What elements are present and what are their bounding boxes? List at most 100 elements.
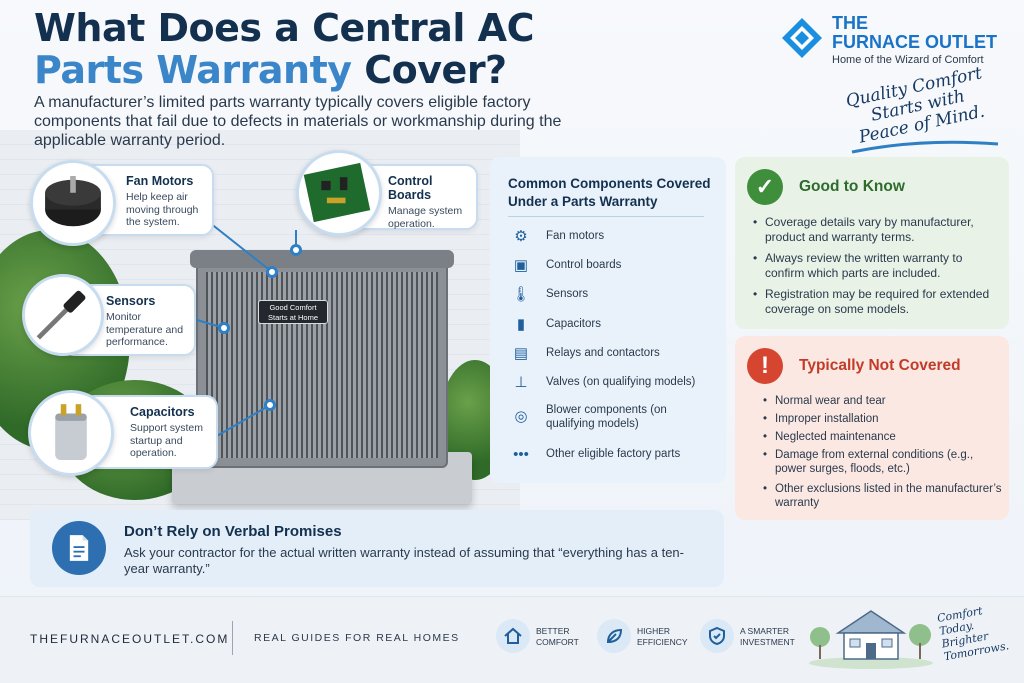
not-covered-heading: Typically Not Covered (799, 357, 961, 374)
list-item: Always review the written warranty to co… (753, 251, 1005, 281)
divider (232, 621, 233, 655)
page-title-line1: What Does a Central AC (34, 6, 534, 50)
callout-title: Fan Motors (126, 174, 194, 188)
document-icon (52, 521, 106, 575)
verbal-text: Ask your contractor for the actual writt… (124, 545, 684, 576)
chip-icon: ▣ (513, 257, 529, 274)
callout-desc: Manage system operation. (388, 205, 463, 230)
footer-tagline: REAL GUIDES FOR REAL HOMES (254, 632, 460, 644)
blower-icon: ◎ (514, 408, 528, 425)
callout-desc: Help keep air moving through the system. (126, 191, 199, 228)
callout-title: Control Boards (388, 174, 433, 202)
list-item: Improper installation (763, 412, 1003, 426)
list-item: Normal wear and tear (763, 394, 1003, 408)
list-item: ▣ Control boards (510, 254, 720, 276)
intro-text: A manufacturer’s limited parts warranty … (34, 94, 562, 149)
list-item: ◎ Blower components (on qualifying model… (510, 403, 720, 431)
component-label: Control boards (546, 259, 622, 271)
hotspot-sensor[interactable] (218, 322, 230, 334)
house-illustration (809, 610, 933, 669)
fan-motor-icon (45, 176, 101, 227)
relay-icon: ▤ (513, 345, 529, 362)
hotspot-capacitor[interactable] (264, 399, 276, 411)
badge-line1: BETTER (536, 626, 570, 636)
brand-name-line1: THE (832, 13, 868, 33)
list-item: ▮ Capacitors (510, 313, 720, 335)
page-title-line2: Parts Warranty Cover? (34, 48, 507, 92)
list-item: ▤ Relays and contactors (510, 342, 720, 364)
covered-components-panel: Common Components Covered Under a Parts … (490, 157, 726, 483)
callout-desc: Monitor temperature and performance. (106, 311, 184, 348)
ac-unit-top (190, 250, 454, 268)
footer: THEFURNACEOUTLET.COM REAL GUIDES FOR REA… (0, 596, 1024, 683)
unit-label-line1: Good Comfort (269, 303, 317, 312)
sensor-icon (36, 290, 86, 340)
title-accent: Parts Warranty (34, 48, 352, 92)
list-item: ••• Other eligible factory parts (510, 443, 720, 465)
brand-tagline: Home of the Wizard of Comfort (832, 54, 984, 66)
divider (508, 216, 704, 217)
checkmark-icon: ✓ (747, 169, 783, 205)
sensor-image (22, 274, 104, 356)
good-to-know-heading: Good to Know (799, 178, 905, 195)
good-to-know-panel: ✓ Good to Know Coverage details vary by … (735, 157, 1009, 329)
list-item: 🌡 Sensors (510, 283, 720, 305)
site-link[interactable]: THEFURNACEOUTLET.COM (30, 632, 230, 646)
callout-desc: Support system startup and operation. (130, 422, 203, 459)
verbal-heading: Don’t Rely on Verbal Promises (124, 523, 342, 540)
badge-line1: HIGHER (637, 626, 671, 636)
component-label: Other eligible factory parts (546, 448, 681, 460)
badge-line1: A SMARTER (740, 626, 789, 636)
hotspot-control-board[interactable] (290, 244, 302, 256)
callout-title: Capacitors (130, 405, 195, 419)
ellipsis-icon: ••• (513, 445, 529, 463)
diamond-logo-icon (782, 18, 822, 58)
list-item: Coverage details vary by manufacturer, p… (753, 215, 1005, 245)
house-icon (496, 619, 530, 653)
list-item: ⚙ Fan motors (510, 225, 720, 247)
component-label: Sensors (546, 288, 589, 300)
list-item: Neglected maintenance (763, 430, 1003, 444)
brand-name-line2: FURNACE OUTLET (832, 32, 997, 52)
badge-line2: COMFORT (536, 637, 579, 647)
unit-label-line2: Starts at Home (267, 313, 319, 322)
exclamation-icon: ! (747, 348, 783, 384)
control-board-image (296, 150, 382, 236)
verbal-promises-panel: Don’t Rely on Verbal Promises Ask your c… (30, 510, 724, 587)
fan-motor-image (30, 160, 116, 246)
panel-heading: Common Components Covered Under a Parts … (508, 176, 711, 209)
component-label: Capacitors (546, 318, 601, 330)
capacitor-icon: ▮ (516, 316, 526, 333)
swoosh-decoration (851, 140, 999, 154)
badge-line2: EFFICIENCY (637, 637, 688, 647)
title-rest: Cover? (351, 48, 507, 92)
not-covered-panel: ! Typically Not Covered Normal wear and … (735, 336, 1009, 520)
document-glyph (69, 535, 89, 561)
badge-line2: INVESTMENT (740, 637, 795, 647)
list-item: ⊥ Valves (on qualifying models) (510, 371, 720, 393)
capacitor-icon (55, 404, 87, 460)
leaf-icon (597, 619, 631, 653)
valve-icon: ⊥ (514, 374, 528, 391)
component-label: Blower components (on qualifying models) (546, 404, 667, 430)
callout-title: Sensors (106, 294, 156, 308)
gear-icon: ⚙ (514, 228, 528, 245)
list-item: Other exclusions listed in the manufactu… (763, 482, 1003, 510)
list-item: Damage from external conditions (e.g., p… (763, 448, 1003, 476)
hotspot-fan-motor[interactable] (266, 266, 278, 278)
circuit-board-icon (303, 162, 371, 223)
thermometer-icon: 🌡 (511, 286, 531, 303)
component-label: Valves (on qualifying models) (546, 376, 696, 388)
shield-check-icon (700, 619, 734, 653)
component-label: Fan motors (546, 230, 605, 242)
